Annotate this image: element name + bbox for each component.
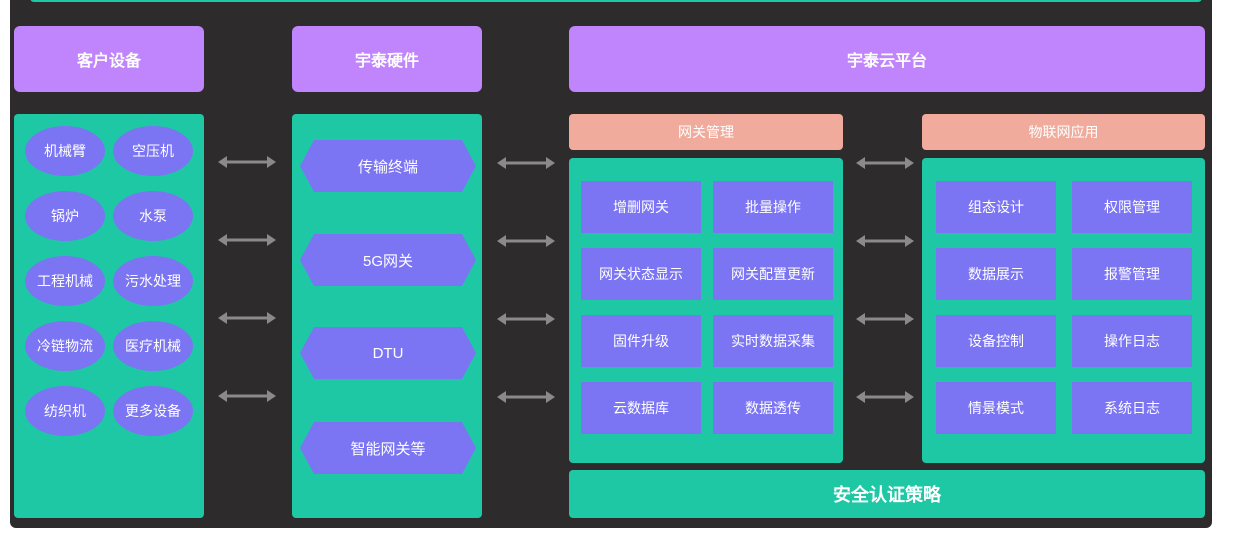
device-oval: 工程机械 [25,256,105,306]
gateway-tile: 云数据库 [581,382,701,434]
double-arrow-icon [856,391,914,403]
security-strategy-bar: 安全认证策略 [569,470,1205,518]
device-oval: 纺织机 [25,386,105,436]
gateway-mgmt-title: 网关管理 [569,114,843,150]
gateway-mgmt-panel: 增删网关 批量操作 网关状态显示 网关配置更新 固件升级 实时数据采集 云数据库… [569,158,843,463]
double-arrow-icon [856,313,914,325]
gateway-tile: 增删网关 [581,181,701,233]
device-oval: 锅炉 [25,191,105,241]
hardware-item: 智能网关等 [300,422,476,474]
gateway-tile: 固件升级 [581,315,701,367]
device-oval: 污水处理 [113,256,193,306]
hardware-item: 传输终端 [300,140,476,192]
customer-devices-panel: 机械臂 空压机 锅炉 水泵 工程机械 污水处理 冷链物流 医疗机械 纺织机 更多… [14,114,204,518]
header-hardware: 宇泰硬件 [292,26,482,92]
header-customer-devices: 客户设备 [14,26,204,92]
double-arrow-icon [497,157,555,169]
double-arrow-icon [218,390,276,402]
iot-app-tile: 情景模式 [936,382,1056,434]
hardware-item: DTU [300,327,476,379]
iot-app-tile: 组态设计 [936,181,1056,233]
double-arrow-icon [497,313,555,325]
device-oval: 更多设备 [113,386,193,436]
double-arrow-icon [218,312,276,324]
gateway-tile: 网关配置更新 [713,248,833,300]
gateway-tile: 实时数据采集 [713,315,833,367]
iot-app-tile: 报警管理 [1072,248,1192,300]
iot-app-tile: 系统日志 [1072,382,1192,434]
gateway-tile: 数据透传 [713,382,833,434]
double-arrow-icon [856,157,914,169]
double-arrow-icon [497,391,555,403]
hardware-panel: 传输终端 5G网关 DTU 智能网关等 [292,114,482,518]
iot-apps-title: 物联网应用 [922,114,1205,150]
device-oval: 水泵 [113,191,193,241]
device-oval: 医疗机械 [113,321,193,371]
iot-apps-panel: 组态设计 权限管理 数据展示 报警管理 设备控制 操作日志 情景模式 系统日志 [922,158,1205,463]
top-bar [30,0,1202,2]
gateway-tile: 网关状态显示 [581,248,701,300]
iot-app-tile: 数据展示 [936,248,1056,300]
header-cloud-platform: 宇泰云平台 [569,26,1205,92]
iot-app-tile: 权限管理 [1072,181,1192,233]
double-arrow-icon [218,156,276,168]
iot-app-tile: 设备控制 [936,315,1056,367]
double-arrow-icon [497,235,555,247]
double-arrow-icon [218,234,276,246]
iot-app-tile: 操作日志 [1072,315,1192,367]
double-arrow-icon [856,235,914,247]
gateway-tile: 批量操作 [713,181,833,233]
device-oval: 空压机 [113,126,193,176]
device-oval: 冷链物流 [25,321,105,371]
hardware-item: 5G网关 [300,234,476,286]
device-oval: 机械臂 [25,126,105,176]
